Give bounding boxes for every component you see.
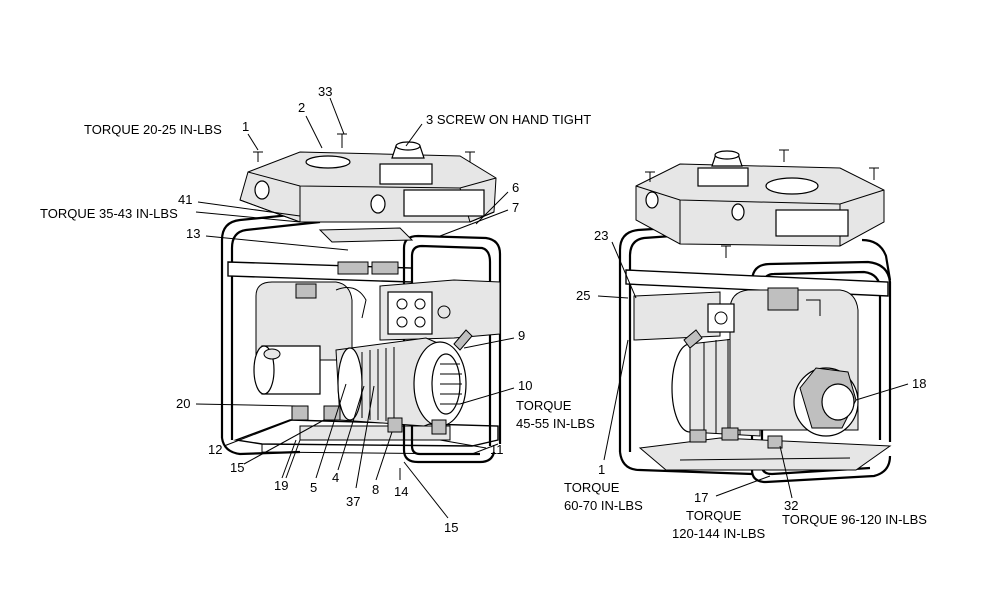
right-generator-illustration (618, 149, 892, 484)
callout-37: 37 (346, 494, 360, 509)
callout-13: 13 (186, 226, 200, 241)
callout-32-torque: TORQUE 96-120 IN-LBS (782, 512, 927, 527)
right-callouts: 23 25 18 1 TORQUE 60-70 IN-LBS 17 TORQUE… (564, 228, 927, 541)
callout-25: 25 (576, 288, 590, 303)
callout-10-torque-line1: TORQUE (516, 398, 572, 413)
callout-18: 18 (912, 376, 926, 391)
callout-4: 4 (332, 470, 339, 485)
callout-10: 10 (518, 378, 532, 393)
callout-12: 12 (208, 442, 222, 457)
callout-41: 41 (178, 192, 192, 207)
callout-19: 19 (274, 478, 288, 493)
callout-41-torque: TORQUE 35-43 IN-LBS (40, 206, 178, 221)
callout-1-right: 1 (598, 462, 605, 477)
callout-8: 8 (372, 482, 379, 497)
callout-1-torque: TORQUE 20-25 IN-LBS (84, 122, 222, 137)
callout-15-upper: 15 (230, 460, 244, 475)
callout-1-left: 1 (242, 119, 249, 134)
callout-9: 9 (518, 328, 525, 343)
callout-1-right-torque-line2: 60-70 IN-LBS (564, 498, 643, 513)
callout-11: 11 (490, 442, 504, 457)
callout-5: 5 (310, 480, 317, 495)
left-callouts: 1 TORQUE 20-25 IN-LBS 2 33 3 SCREW ON HA… (40, 84, 595, 535)
callout-32: 32 (784, 498, 798, 513)
callout-7: 7 (512, 200, 519, 215)
callout-17: 17 (694, 490, 708, 505)
callout-14: 14 (394, 484, 408, 499)
callout-17-torque-line1: TORQUE (686, 508, 742, 523)
leader-lines (195, 97, 909, 519)
callout-15-lower: 15 (444, 520, 458, 535)
callout-23: 23 (594, 228, 608, 243)
callout-6: 6 (512, 180, 519, 195)
callout-10-torque-line2: 45-55 IN-LBS (516, 416, 595, 431)
callout-33: 33 (318, 84, 332, 99)
callout-1-right-torque-line1: TORQUE (564, 480, 620, 495)
callout-17-torque-line2: 120-144 IN-LBS (672, 526, 766, 541)
left-generator-illustration (220, 133, 502, 464)
callout-20: 20 (176, 396, 190, 411)
callout-3-hand-tight: 3 SCREW ON HAND TIGHT (426, 112, 591, 127)
callout-2: 2 (298, 100, 305, 115)
